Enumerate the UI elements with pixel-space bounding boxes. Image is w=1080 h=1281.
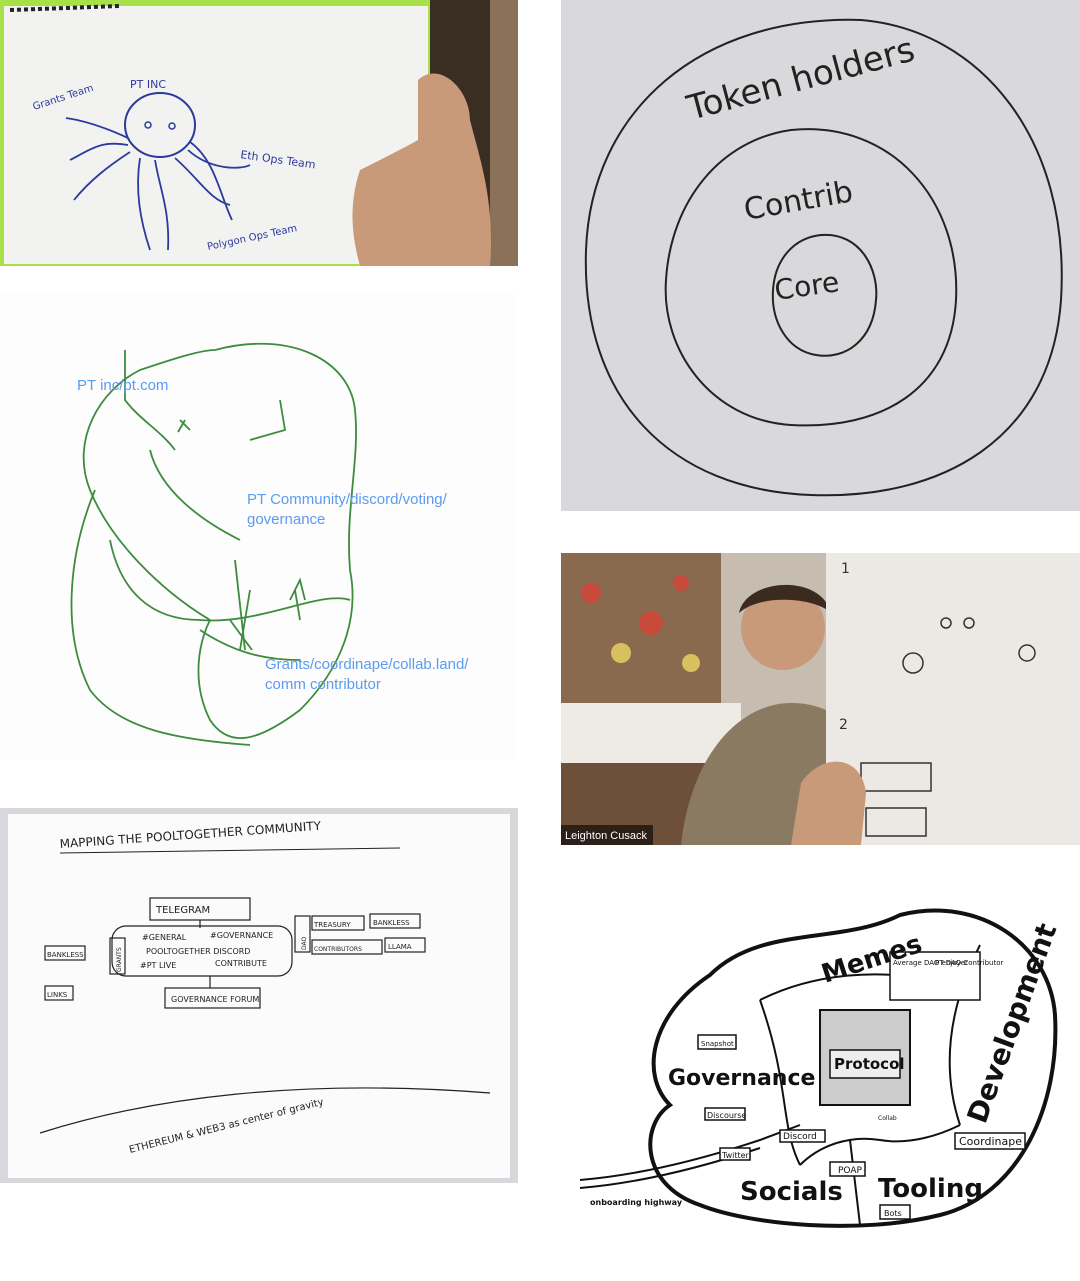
channel-general: #GENERAL	[142, 933, 187, 942]
node-bankless-left: BANKLESS	[47, 951, 84, 959]
channel-contribute: CONTRIBUTE	[215, 959, 267, 968]
tentacles	[65, 117, 251, 251]
place-discourse: Discourse	[707, 1111, 746, 1120]
place-bots: Bots	[884, 1209, 902, 1218]
protocol-building	[819, 1009, 911, 1106]
community-map-sketch: MAPPING THE POOLTOGETHER COMMUNITY TELEG…	[8, 814, 510, 1178]
node-llama: LLAMA	[388, 943, 412, 951]
hand	[352, 73, 491, 266]
node-contributors: CONTRIBUTORS	[314, 946, 362, 953]
video-frame: 1 2 Leighton Cusack	[561, 553, 1080, 845]
sheet-number-1: 1	[841, 561, 850, 577]
node-links: LINKS	[47, 991, 68, 999]
place-coordinape: Coordinape	[959, 1135, 1022, 1148]
outer-ring	[584, 18, 1063, 497]
participant-name: Leighton Cusack	[565, 830, 647, 842]
character-contributor: PT DAO Contributor	[935, 959, 1003, 967]
label-token-holders: Token holders	[682, 30, 919, 129]
illustrated-map: Memes Governance Protocol Development So…	[580, 905, 1070, 1245]
region-protocol: Protocol	[834, 1055, 905, 1073]
blob-label-community-1: PT Community/discord/voting/	[247, 491, 448, 508]
channel-discord: POOLTOGETHER DISCORD	[146, 947, 250, 956]
place-twitter: Twitter	[721, 1151, 750, 1160]
place-poap: POAP	[838, 1166, 863, 1176]
governance-forum-box: GOVERNANCE FORUM	[171, 995, 259, 1004]
hand	[791, 761, 866, 845]
blob-label-community-2: governance	[247, 511, 325, 528]
concentric-circles: Token holders Contrib Core	[584, 18, 1063, 497]
place-discord: Discord	[783, 1132, 817, 1142]
region-governance: Governance	[668, 1066, 815, 1091]
octopus-photo: PT INC Grants Team Eth Ops Team Polygon …	[0, 0, 518, 266]
label-core: Core	[772, 265, 841, 307]
blob-label-grants-1: Grants/coordinape/collab.land/	[265, 656, 469, 673]
held-paper	[826, 553, 1080, 845]
place-collab: Collab	[878, 1115, 897, 1122]
channel-pt-live: #PT LIVE	[140, 961, 176, 970]
label-contrib: Contrib	[741, 174, 855, 228]
map-art: Memes Governance Protocol Development So…	[580, 908, 1063, 1228]
node-treasury: TREASURY	[313, 921, 351, 929]
head-label: PT INC	[130, 78, 166, 91]
character-enjoyer: Average DAO enjoyer	[893, 959, 968, 967]
region-socials: Socials	[740, 1177, 843, 1207]
onboarding-highway: onboarding highway	[590, 1198, 683, 1207]
connector-grants: GRANTS	[116, 947, 123, 972]
mapping-drawing: MAPPING THE POOLTOGETHER COMMUNITY TELEG…	[0, 808, 518, 1183]
circles-drawing: Token holders Contrib Core	[561, 0, 1080, 511]
couch	[561, 703, 741, 763]
person-head	[741, 586, 825, 670]
blob-drawing: PT inc/pt.com PT Community/discord/votin…	[0, 290, 518, 760]
octopus-scene: PT INC Grants Team Eth Ops Team Polygon …	[4, 0, 518, 266]
place-snapshot: Snapshot	[701, 1040, 734, 1048]
region-tooling: Tooling	[878, 1174, 983, 1204]
green-ink	[70, 342, 357, 746]
node-bankless-right: BANKLESS	[373, 919, 410, 927]
connector-dao: DAO	[301, 936, 308, 950]
sheet-number-2: 2	[839, 717, 848, 733]
telegram-box: TELEGRAM	[155, 905, 210, 916]
channel-governance: #GOVERNANCE	[210, 931, 273, 940]
blob-diagram: PT inc/pt.com PT Community/discord/votin…	[70, 342, 469, 746]
blob-label-grants-2: comm contributor	[265, 676, 381, 693]
middle-ring	[664, 128, 958, 427]
octopus-head	[124, 92, 196, 158]
blob-label-ptinc: PT inc/pt.com	[77, 377, 168, 394]
inner-ring	[771, 233, 878, 357]
video-call-tile: 1 2 Leighton Cusack	[561, 553, 1080, 845]
